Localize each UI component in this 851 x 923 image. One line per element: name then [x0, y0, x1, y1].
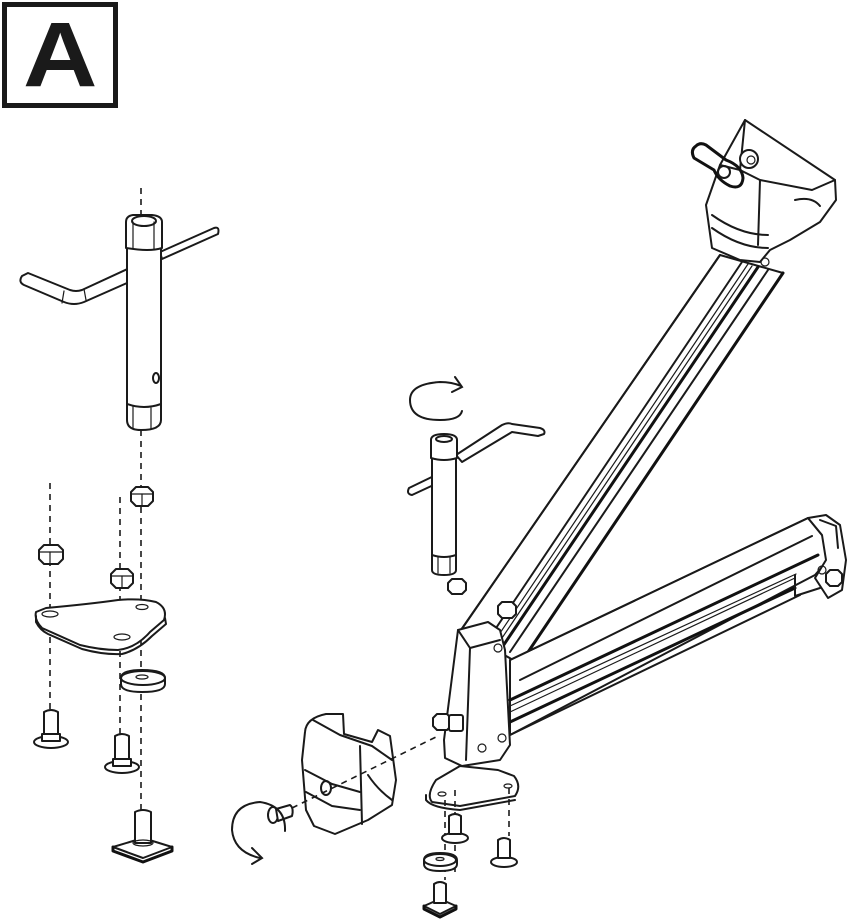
- flange-bolt: [490, 837, 518, 868]
- upright-arm: [460, 254, 785, 666]
- t-slot-square-bolt: [111, 809, 174, 864]
- hex-nut: [38, 544, 64, 565]
- tube-socket-wrench: [125, 214, 163, 431]
- hex-nut: [447, 578, 467, 595]
- hex-nut: [130, 486, 154, 507]
- flange-bolt: [33, 709, 69, 749]
- end-cover-cap: [301, 713, 397, 835]
- rotate-arrow-icon: [230, 800, 287, 865]
- flange-bolt: [441, 813, 469, 844]
- base-block: [432, 601, 517, 767]
- top-clamp: [705, 119, 837, 267]
- flange-bolt: [104, 733, 140, 774]
- step-label-badge: A: [2, 2, 118, 108]
- wing-knob: [690, 142, 745, 189]
- hex-nut: [825, 569, 843, 587]
- tube-socket-wrench: [430, 433, 458, 576]
- flat-washer: [120, 669, 166, 693]
- lower-arm-end-bracket: [807, 514, 847, 599]
- base-foot-plate: [425, 765, 520, 811]
- t-bar-handle: [455, 422, 546, 463]
- step-letter: A: [22, 4, 98, 106]
- alignment-line: [291, 734, 441, 809]
- right-arm-assembly: [230, 119, 847, 919]
- hex-nut: [110, 568, 134, 589]
- hex-nut: [497, 601, 517, 619]
- flat-washer: [423, 852, 458, 872]
- t-slot-square-bolt: [422, 881, 458, 919]
- t-bar-handle: [19, 226, 220, 305]
- triangular-mounting-plate: [34, 598, 167, 656]
- left-exploded-view: [19, 188, 220, 864]
- center-tool-group: [407, 376, 546, 595]
- rotate-clockwise-arrow-icon: [408, 376, 464, 422]
